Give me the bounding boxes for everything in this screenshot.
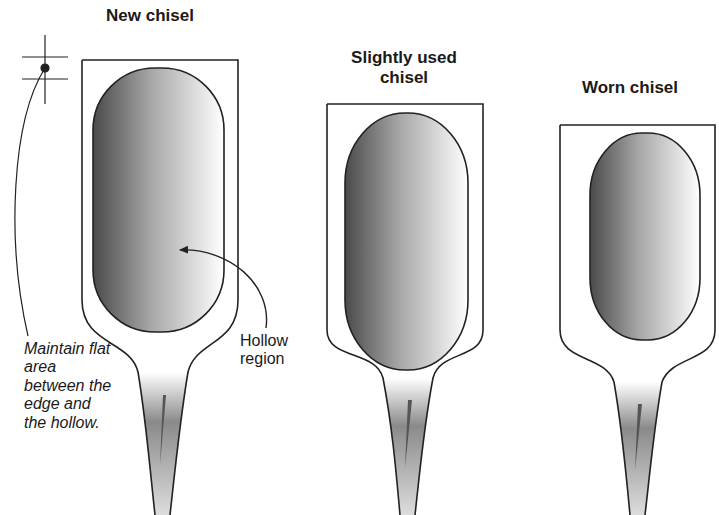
chisel-title: Worn chisel [565,78,695,98]
chisel-title: New chisel [95,6,205,26]
callout-label: Hollow region [240,332,310,369]
note-text: Maintain flat area between the edge and … [24,340,114,432]
chisel-outlines [82,60,715,515]
chisel-title: Slightly used chisel [349,48,459,87]
hollow-leader [180,250,267,328]
flat-area-callout [15,35,68,336]
